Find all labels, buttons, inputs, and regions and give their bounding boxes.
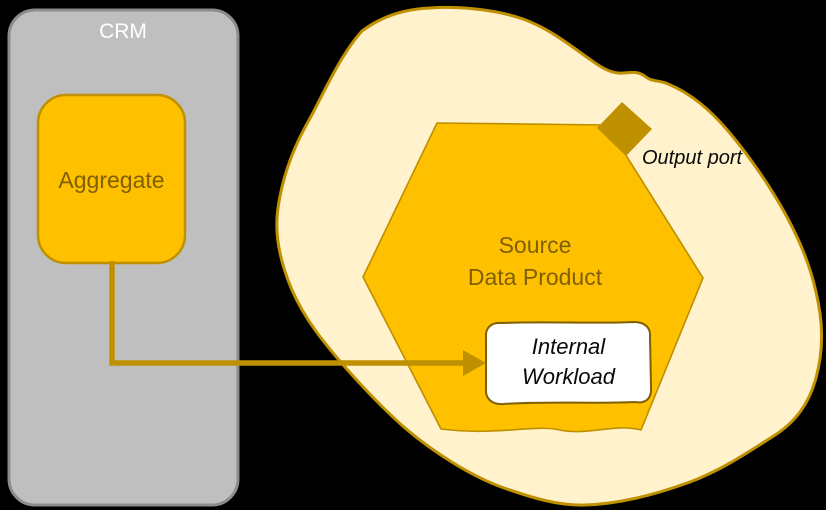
aggregate-box-shape [36, 93, 187, 265]
output-port-diamond [597, 102, 652, 156]
aggregate-to-workload-arrow [109, 261, 465, 366]
internal-workload-box-shape [484, 321, 653, 406]
aggregate-to-workload-arrowhead [463, 350, 486, 376]
